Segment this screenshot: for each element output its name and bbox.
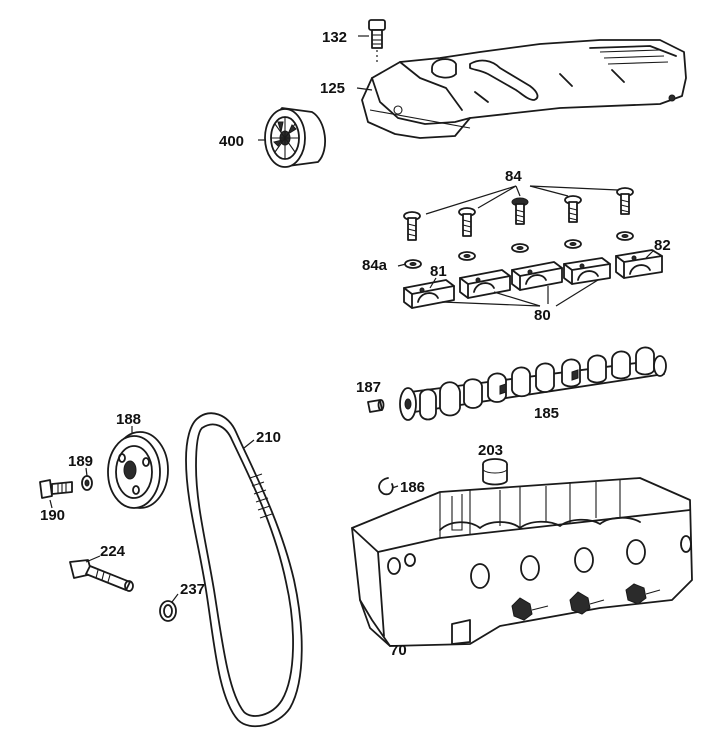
dowel-pin-part [367,399,385,413]
label-400: 400 [219,133,244,150]
label-190: 190 [40,507,65,524]
stud-part [69,559,134,592]
timing-belt-part [185,412,303,728]
leader-189 [85,467,88,477]
leader-81 [429,277,437,289]
leader-237 [171,593,179,603]
camshaft-adjuster-part [264,107,326,168]
breather-bolt-part [368,19,386,64]
leader-210 [243,439,255,449]
tappet-part [482,458,508,486]
leaders-80 [441,279,599,307]
seal-ring-part [159,600,177,622]
leader-186 [391,485,399,489]
label-224: 224 [100,543,126,560]
washers-part [404,231,634,269]
label-81: 81 [430,263,447,280]
label-203: 203 [478,442,503,459]
leader-82 [645,249,655,259]
bearing-cap-bolts-part [403,187,634,241]
camshaft-part [399,346,667,421]
label-210: 210 [256,429,281,446]
cylinder-head-part [351,477,693,647]
label-132: 132 [322,29,347,46]
label-188: 188 [116,411,141,428]
label-125: 125 [320,80,345,97]
label-187: 187 [356,379,381,396]
leader-224 [85,555,101,563]
tensioner-pulley-part [107,431,169,509]
label-186: 186 [400,479,425,496]
cylinder-head-cover-part [361,39,687,139]
label-189: 189 [68,453,93,470]
label-237: 237 [180,581,205,598]
bearing-caps-part [403,249,663,309]
pulley-bolt-part [39,479,73,499]
leaders-84 [425,185,619,215]
small-washer-part [81,475,93,491]
plug-part [378,477,394,496]
label-82: 82 [654,237,671,254]
label-84: 84 [505,168,522,185]
leader-190 [49,499,53,509]
label-80: 80 [534,307,551,324]
leader-84a [397,263,407,267]
leader-125 [356,87,373,91]
label-70: 70 [390,642,407,659]
label-84a: 84a [362,257,388,274]
label-185: 185 [534,405,559,422]
